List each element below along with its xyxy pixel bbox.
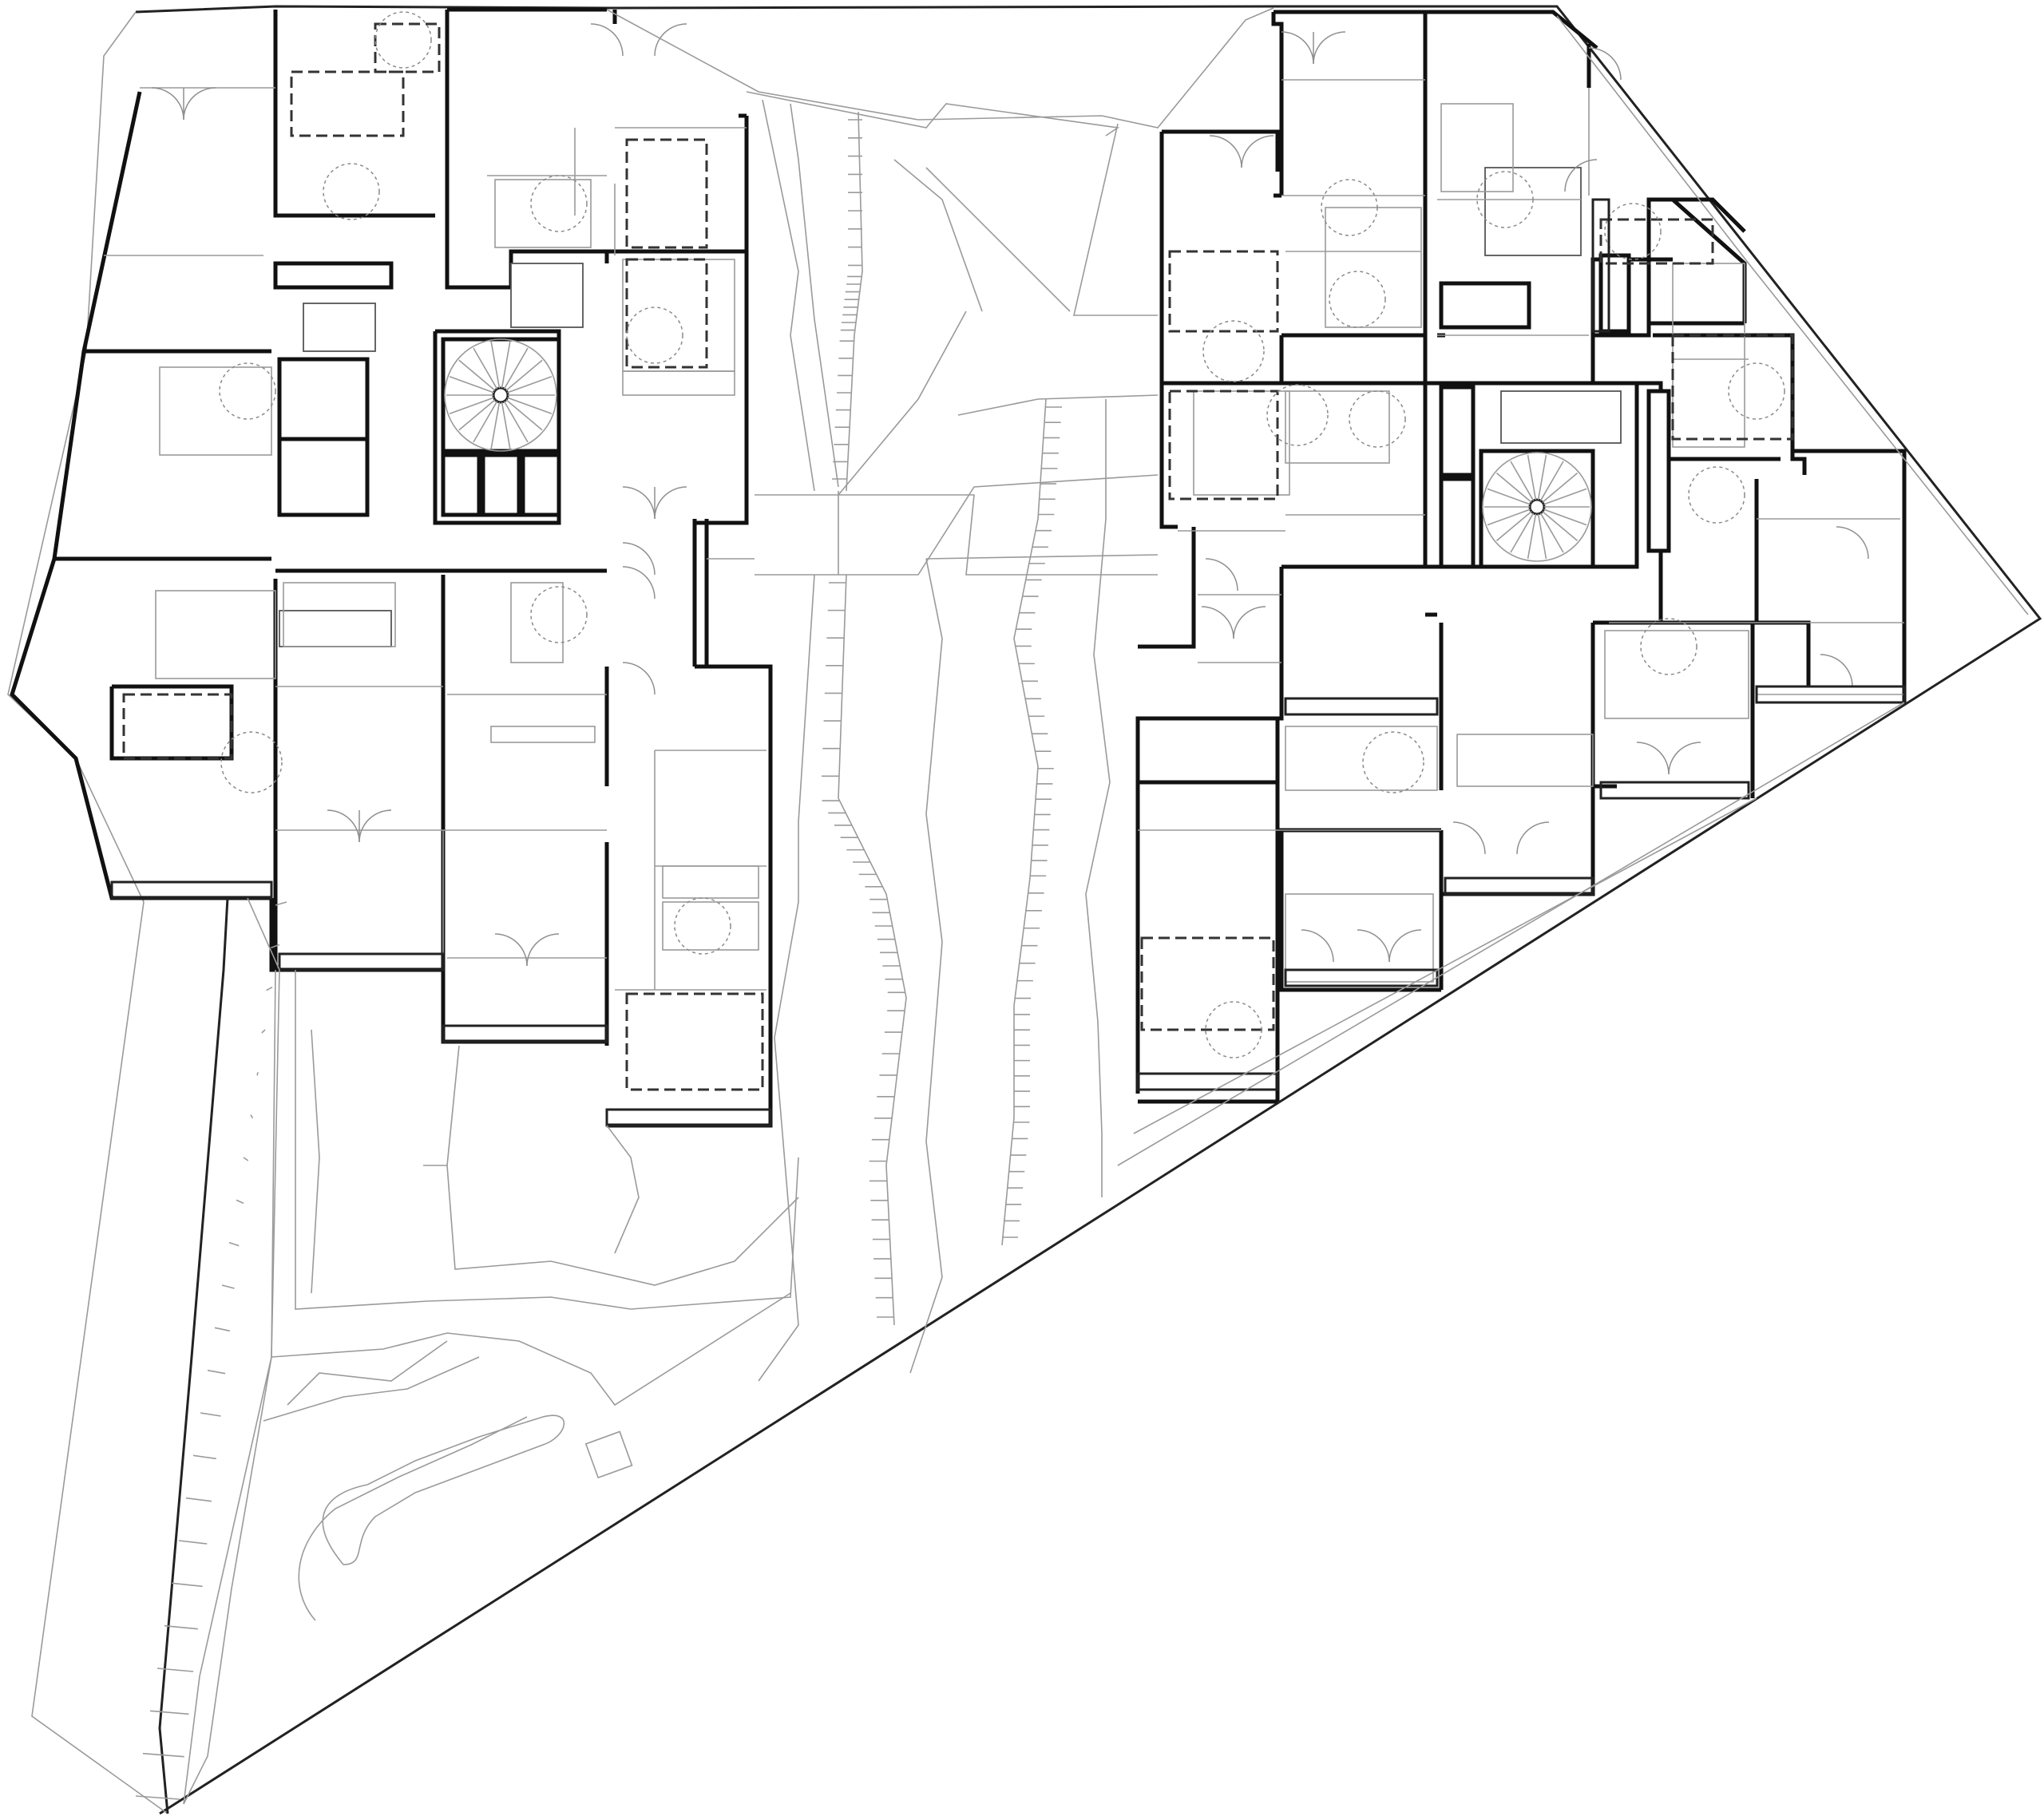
stair-tread xyxy=(1537,513,1547,560)
stair-tread xyxy=(503,401,529,443)
stair-tread xyxy=(1510,461,1535,501)
right-outer-lines xyxy=(1117,15,2029,1166)
parking-bay-line xyxy=(200,1412,221,1417)
parking-bay-line xyxy=(171,1582,203,1588)
parking-bay-line xyxy=(207,1369,226,1375)
ramp-center xyxy=(758,558,943,1382)
stair-tread xyxy=(1527,513,1537,560)
stair-tread xyxy=(503,347,529,390)
parking-bay-line xyxy=(149,1710,189,1715)
stair-tread xyxy=(1510,512,1535,553)
stair-tread xyxy=(501,341,511,389)
parking-bay-line xyxy=(164,1624,198,1630)
stair-tread xyxy=(1543,488,1587,505)
parking-bay-line xyxy=(221,1284,235,1289)
stair-tread xyxy=(490,402,501,449)
right-interior xyxy=(1138,79,1904,983)
stair-tread xyxy=(505,399,543,431)
stair-tread xyxy=(505,359,543,391)
stair-tread xyxy=(1527,454,1537,500)
left-facade-strips xyxy=(110,880,772,1127)
stair-tread xyxy=(1537,454,1547,500)
left-furniture xyxy=(122,22,764,1091)
right-doors xyxy=(1201,31,1869,1058)
stair-tread xyxy=(473,347,498,390)
spiral-staircase-left xyxy=(441,337,561,453)
stair-tread xyxy=(458,399,496,431)
stair-tread xyxy=(449,397,494,415)
parking-bay-line xyxy=(185,1497,212,1502)
stair-tread xyxy=(507,397,553,415)
parking-bay-line xyxy=(261,1029,266,1034)
stair-tread xyxy=(507,375,553,394)
parking-bay-line xyxy=(135,1795,180,1800)
stair-tread xyxy=(1539,512,1564,553)
parking-strip xyxy=(135,897,287,1814)
ramp-left xyxy=(762,99,863,492)
parking-bay-line xyxy=(236,1199,244,1205)
stair-tread xyxy=(1543,508,1587,526)
right-furniture xyxy=(1140,218,1794,1031)
parking-bay-line xyxy=(192,1454,216,1460)
parking-bay-line xyxy=(271,944,280,949)
stair-tread xyxy=(501,402,511,449)
parking-bay-line xyxy=(156,1668,194,1672)
parking-bay-line xyxy=(178,1540,208,1545)
stair-tread xyxy=(1495,472,1532,503)
left-core-blocks xyxy=(273,261,584,647)
right-core-blocks xyxy=(1439,167,1671,569)
spiral-staircase-right xyxy=(1479,449,1595,569)
landscaped-path xyxy=(183,969,799,1805)
stair-tread xyxy=(458,359,496,391)
stair-tread xyxy=(1487,508,1531,526)
left-housing-block xyxy=(10,7,773,1128)
stair-tread xyxy=(1542,511,1579,542)
parking-bay-line xyxy=(214,1327,231,1332)
stair-tread xyxy=(1495,511,1532,542)
left-interior xyxy=(104,87,766,991)
stair-flight-right xyxy=(1001,398,1111,1246)
parking-bay-line xyxy=(228,1241,240,1247)
parking-bay-line xyxy=(275,901,287,906)
stair-tread xyxy=(1539,461,1564,501)
stair-tread xyxy=(473,401,498,443)
parking-bay-line xyxy=(256,1072,259,1076)
central-courtyard xyxy=(606,7,1274,576)
parking-bay-line xyxy=(243,1157,249,1161)
stair-tread xyxy=(449,375,494,394)
parking-bay-line xyxy=(250,1114,254,1119)
stair-tread xyxy=(1487,488,1531,505)
parking-bay-line xyxy=(142,1752,184,1758)
right-facade-strips xyxy=(1136,198,1906,1091)
parking-bay-line xyxy=(266,986,273,991)
left-doors xyxy=(151,11,731,967)
stair-tread xyxy=(1542,472,1579,503)
stair-tread xyxy=(490,341,501,389)
